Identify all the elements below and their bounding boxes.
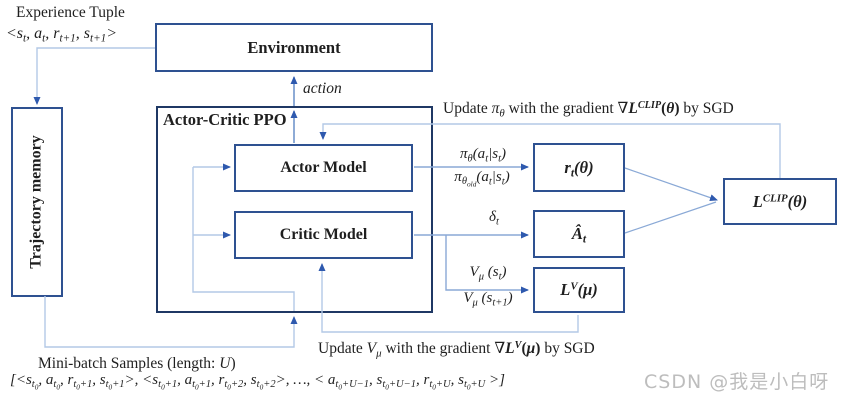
critic-model-box: Critic Model <box>234 211 413 259</box>
pi-new-label: πθ(at|st) <box>460 146 506 165</box>
pi-old-label: πθold(at|st) <box>454 169 510 189</box>
environment-label: Environment <box>247 37 341 57</box>
value-st1-label: Vμ (st+1) <box>463 290 513 309</box>
value-loss-box: LV(μ) <box>533 267 625 313</box>
csdn-watermark: CSDN @我是小白呀 <box>644 371 830 393</box>
minibatch-title: Mini-batch Samples (length: U) <box>38 355 236 372</box>
update-critic-text: Update Vμ with the gradient ∇LV(μ) by SG… <box>318 339 595 360</box>
update-actor-text: Update πθ with the gradient ∇LCLIP(θ) by… <box>443 99 734 120</box>
clip-loss-label: LCLIP(θ) <box>752 191 808 211</box>
critic-model-label: Critic Model <box>279 226 368 243</box>
ratio-to-clip-arrow <box>624 167 718 202</box>
trajectory-memory-box: Trajectory memory <box>11 107 63 297</box>
actor-critic-ppo-label: Actor-Critic PPO <box>163 110 287 129</box>
value-st-label: Vμ (st) <box>469 264 507 283</box>
actor-critic-ppo-box: Actor-Critic PPO <box>156 106 433 313</box>
actor-model-box: Actor Model <box>234 144 413 192</box>
experience-tuple-math: <st, at, rt+1, st+1> <box>6 25 118 45</box>
advantage-box: Ât <box>533 210 625 258</box>
clip-loss-box: LCLIP(θ) <box>723 178 837 225</box>
value-loss-label: LV(μ) <box>560 280 598 299</box>
ratio-box: rt(θ) <box>533 143 625 192</box>
ratio-label: rt(θ) <box>564 157 594 180</box>
value-branch-arrow <box>445 235 529 294</box>
experience-tuple-title: Experience Tuple <box>16 4 125 21</box>
trajectory-memory-label: Trajectory memory <box>28 135 45 269</box>
environment-box: Environment <box>155 23 433 72</box>
delta-label: δt <box>489 209 499 228</box>
experience-tuple-arrow <box>33 47 155 105</box>
action-edge-label: action <box>303 80 342 97</box>
actor-model-label: Actor Model <box>280 159 367 176</box>
minibatch-formula: [<st0, at0, rt0+1, st0+1>, <st0+1, at0+1… <box>10 372 505 392</box>
advantage-label: Ât <box>571 224 587 246</box>
advantage-to-clip-line <box>624 201 717 234</box>
